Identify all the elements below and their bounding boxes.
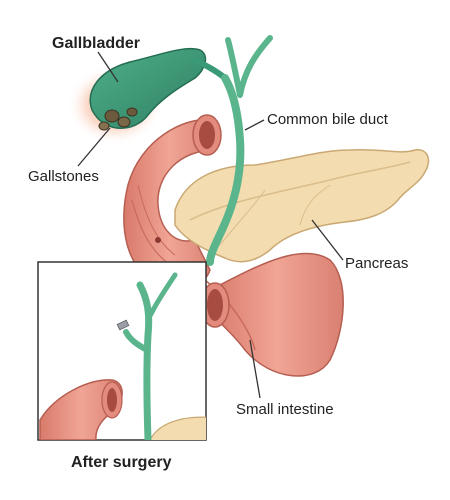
small-intestine-label: Small intestine — [236, 401, 334, 418]
gallstones — [98, 107, 138, 131]
after-surgery-caption: After surgery — [71, 454, 172, 471]
gallbladder-label: Gallbladder — [52, 35, 141, 52]
common-bile-duct-label: Common bile duct — [267, 111, 388, 128]
after-surgery-inset — [37, 261, 207, 441]
gallstones-label: Gallstones — [28, 168, 99, 185]
pancreas-label: Pancreas — [345, 255, 409, 272]
common-bile-duct — [206, 35, 273, 266]
leader-lines — [77, 51, 344, 399]
small-intestine — [200, 252, 344, 377]
